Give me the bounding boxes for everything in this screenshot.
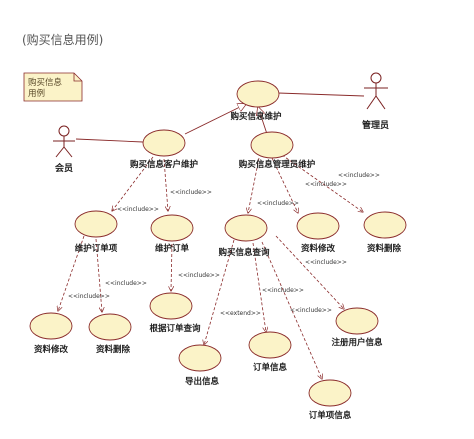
- actor-head-icon: [58, 125, 70, 137]
- use-case-data-edit-left[interactable]: [29, 312, 73, 340]
- use-case-export-info[interactable]: [178, 344, 222, 372]
- actor-head-icon: [370, 72, 382, 84]
- include-label: <<include>>: [262, 287, 304, 294]
- use-case-label: 根据订单查询: [149, 323, 201, 334]
- use-case-buy-query[interactable]: [224, 214, 268, 242]
- use-case-label: 资料修改: [34, 344, 69, 355]
- extend-label: <<extend>>: [220, 310, 261, 317]
- use-case-label: 购买信息管理员维护: [238, 159, 316, 170]
- use-cases: [29, 80, 407, 407]
- actor-admin[interactable]: [364, 72, 388, 110]
- actor-label-admin: 管理员: [362, 119, 389, 131]
- use-case-labels: 购买信息维护 购买信息客户维护 购买信息管理员维护 维护订单项 维护订单 购买信…: [34, 111, 402, 421]
- include-line: [171, 243, 172, 291]
- include-label: <<include>>: [290, 307, 332, 314]
- use-case-data-edit-right[interactable]: [296, 212, 340, 240]
- use-case-label: 资料修改: [301, 243, 336, 254]
- use-case-label: 维护订单: [155, 243, 190, 254]
- include-line: [275, 235, 344, 309]
- use-case-label: 资料删除: [96, 344, 131, 355]
- use-case-order-item-maint[interactable]: [74, 210, 118, 238]
- include-line: [112, 156, 154, 211]
- use-case-label: 维护订单项: [75, 243, 118, 254]
- association-line: [75, 138, 144, 143]
- generalizations: [184, 104, 268, 135]
- note: 购买信息 用例: [23, 72, 83, 102]
- use-case-label: 导出信息: [185, 376, 220, 387]
- include-line: [271, 157, 298, 213]
- use-case-label: 注册用户信息: [331, 337, 383, 348]
- include-label: <<include>>: [338, 172, 380, 179]
- use-case-order-maint[interactable]: [150, 214, 194, 242]
- use-case-order-info[interactable]: [248, 331, 292, 359]
- include-line: [248, 157, 260, 213]
- association-line: [277, 92, 365, 97]
- use-case-label: 购买信息查询: [217, 247, 270, 258]
- include-line: [95, 238, 102, 312]
- include-label: <<include>>: [170, 189, 212, 196]
- include-label: <<include>>: [305, 181, 347, 188]
- use-case-query-by-order[interactable]: [149, 292, 193, 320]
- page-title: (购买信息用例): [22, 33, 104, 47]
- use-case-label: 订单信息: [253, 362, 288, 373]
- include-label: <<include>>: [105, 280, 147, 287]
- use-case-data-del-right[interactable]: [363, 211, 407, 239]
- use-case-order-item-info[interactable]: [308, 379, 352, 407]
- note-line-1: 购买信息: [28, 77, 63, 88]
- include-line: [58, 235, 85, 311]
- actor-label-member: 会员: [55, 162, 73, 174]
- use-case-label: 购买信息客户维护: [129, 159, 199, 170]
- include-label: <<include>>: [68, 293, 110, 300]
- use-case-reg-user-info[interactable]: [335, 307, 379, 335]
- associations: [75, 92, 365, 143]
- generalization-line: [184, 104, 246, 135]
- include-label: <<include>>: [305, 259, 347, 266]
- dependencies: [58, 154, 363, 379]
- use-case-buy-maint[interactable]: [236, 80, 280, 108]
- note-line-2: 用例: [28, 88, 45, 99]
- use-case-mgr-maint[interactable]: [250, 131, 294, 159]
- include-line: [281, 154, 363, 212]
- actor-member[interactable]: [53, 125, 75, 158]
- include-label: <<include>>: [178, 272, 220, 279]
- use-case-label: 购买信息维护: [229, 111, 282, 122]
- generalization-line: [258, 107, 268, 135]
- use-case-data-del-left[interactable]: [88, 313, 132, 341]
- use-case-cust-maint[interactable]: [142, 129, 186, 157]
- stereotype-labels: <<include>> <<include>> <<include>> <<in…: [68, 172, 380, 317]
- use-case-label: 订单项信息: [309, 410, 352, 421]
- use-case-label: 资料删除: [367, 243, 402, 254]
- include-label: <<include>>: [117, 206, 159, 213]
- include-label: <<include>>: [257, 200, 299, 207]
- extend-line: [204, 239, 235, 345]
- include-line: [163, 158, 168, 211]
